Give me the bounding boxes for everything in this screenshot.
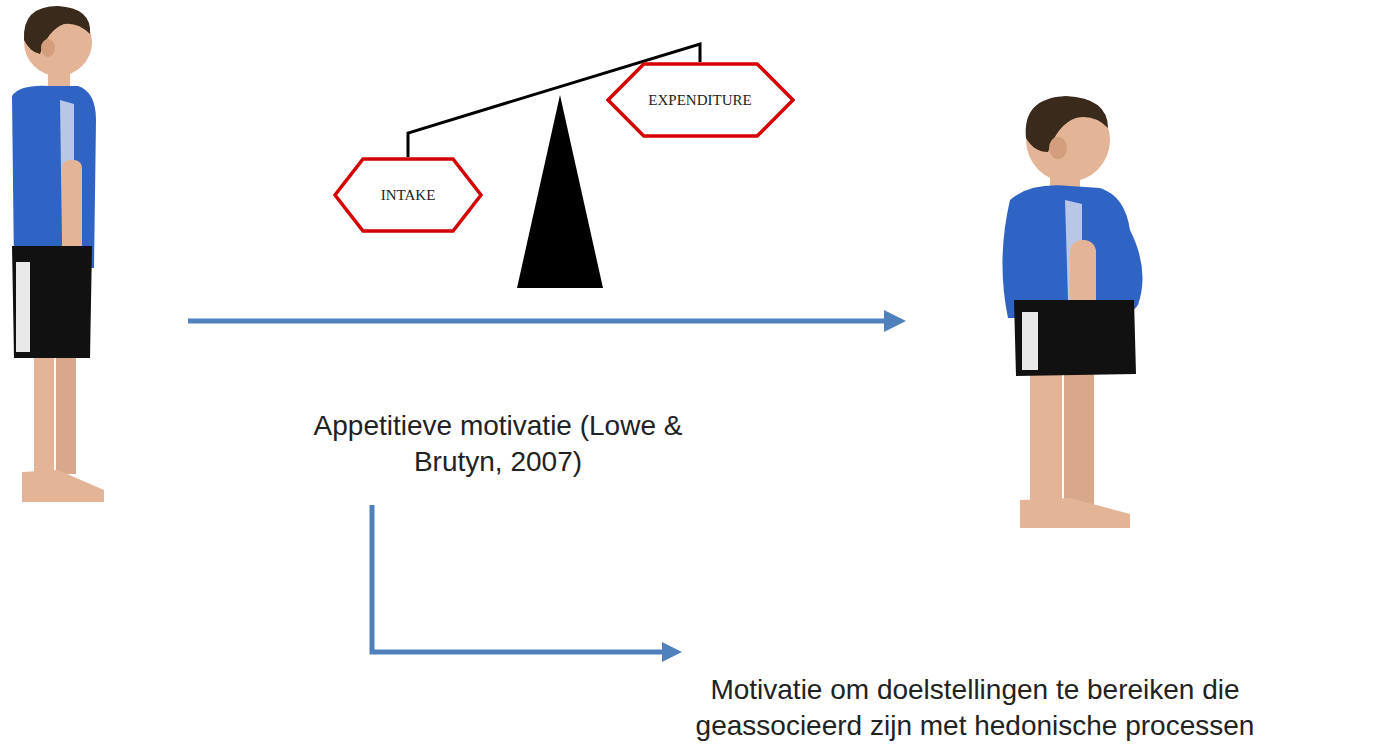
hexagon-label: INTAKE (333, 157, 483, 233)
scale-fulcrum (517, 95, 603, 288)
arrow-head (662, 642, 682, 662)
hexagon-box: INTAKE (333, 157, 483, 233)
leader-line (372, 505, 664, 652)
thin-boy (12, 6, 104, 502)
hexagon-box: EXPENDITURE (606, 62, 795, 138)
hexagon-label: EXPENDITURE (606, 62, 795, 138)
arrow-head (884, 310, 906, 332)
text-label: Motivatie om doelstellingen te bereiken … (625, 672, 1325, 745)
progress-arrow (188, 319, 888, 324)
text-label: Appetitieve motivatie (Lowe & Brutyn, 20… (308, 408, 688, 481)
heavy-boy (1002, 96, 1142, 528)
